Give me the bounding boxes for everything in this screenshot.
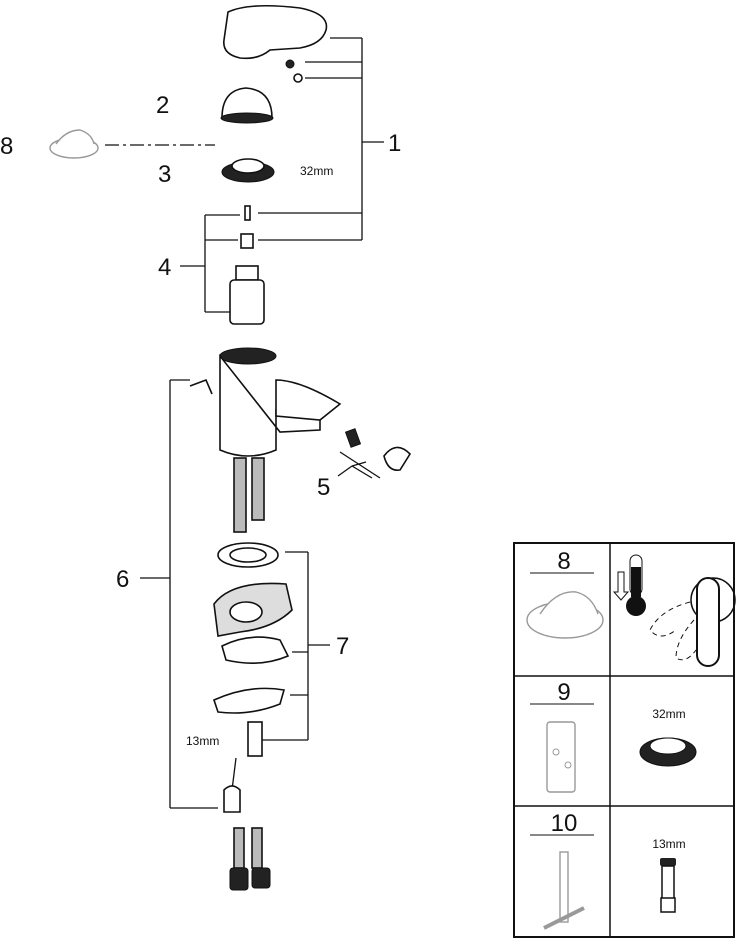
legend-row-note: 32mm bbox=[652, 707, 685, 721]
callout-5: 5 bbox=[317, 474, 330, 501]
callout-4: 4 bbox=[158, 254, 171, 281]
valve-size-label: 13mm bbox=[186, 734, 219, 748]
bidet-mixer-body bbox=[189, 347, 412, 472]
legend-row-number: 10 bbox=[551, 810, 578, 837]
callout-8: 8 bbox=[0, 133, 13, 160]
supply-hoses-upper bbox=[233, 457, 265, 533]
legend-row-number: 9 bbox=[557, 679, 570, 706]
leader-lines bbox=[105, 37, 384, 809]
thermometer-icon bbox=[612, 554, 646, 616]
socket-key-icon bbox=[543, 851, 585, 930]
lever-rotation-icon bbox=[649, 577, 736, 667]
nut-icon bbox=[639, 737, 697, 767]
callout-6: 6 bbox=[116, 566, 129, 593]
bottom-hoses bbox=[223, 757, 271, 891]
temperature-limiter-icon bbox=[526, 591, 604, 639]
legend-table: 8 9 10 32mm 13mm bbox=[513, 542, 736, 938]
temperature-limiter bbox=[49, 129, 99, 159]
threaded-nut bbox=[221, 158, 275, 183]
callout-3: 3 bbox=[158, 161, 171, 188]
cover-cap bbox=[220, 87, 274, 124]
callout-7: 7 bbox=[336, 633, 349, 660]
cartridge-wrench-icon bbox=[546, 721, 576, 793]
valve-icon bbox=[660, 858, 676, 913]
nut-size-label: 32mm bbox=[300, 164, 333, 178]
cartridge bbox=[229, 205, 265, 325]
legend-row-number: 8 bbox=[557, 548, 570, 575]
mounting-set bbox=[213, 542, 293, 757]
legend-row-note: 13mm bbox=[652, 837, 685, 851]
callout-1: 1 bbox=[388, 130, 401, 157]
callout-2: 2 bbox=[156, 92, 169, 119]
lever-handle bbox=[223, 4, 328, 83]
